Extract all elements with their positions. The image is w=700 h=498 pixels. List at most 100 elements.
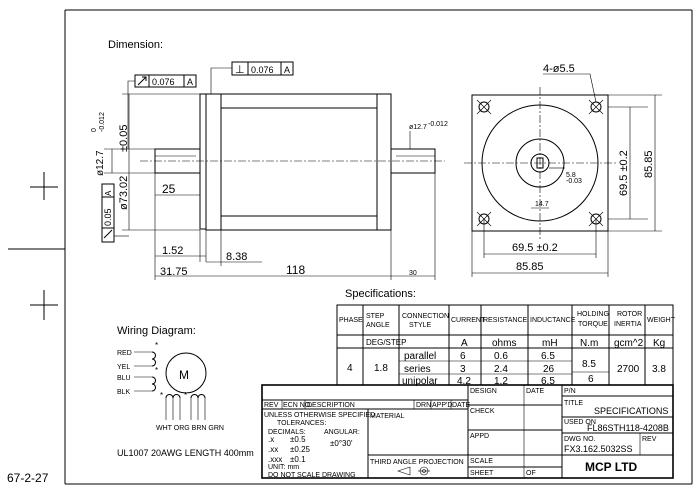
svg-text:0.6: 0.6 <box>494 351 508 362</box>
drawing-frame <box>8 9 693 485</box>
svg-text:STEP: STEP <box>366 313 385 320</box>
svg-text:±0.5: ±0.5 <box>290 435 306 444</box>
svg-text:8.5: 8.5 <box>582 359 596 370</box>
svg-text:CONNECTION: CONNECTION <box>402 313 449 320</box>
svg-text:YEL: YEL <box>117 364 130 371</box>
svg-text:ø73.02: ø73.02 <box>118 176 130 210</box>
svg-text:BLU: BLU <box>117 375 131 382</box>
company-name: MCP LTD <box>585 460 638 474</box>
svg-text:SHEET: SHEET <box>470 470 494 477</box>
svg-text:31.75: 31.75 <box>160 266 188 278</box>
svg-text:A: A <box>187 77 193 87</box>
front-flange <box>205 93 222 231</box>
svg-text:OF: OF <box>526 470 536 477</box>
dimension-label: Dimension: <box>108 39 163 51</box>
spec-table: PHASE STEP ANGLE CONNECTION STYLE CURREN… <box>336 304 676 387</box>
svg-text:DO NOT SCALE DRAWING: DO NOT SCALE DRAWING <box>268 472 356 479</box>
svg-text:0.05: 0.05 <box>103 208 113 226</box>
specifications-label: Specifications: <box>345 288 416 300</box>
wiring-label: Wiring Diagram: <box>117 325 196 337</box>
svg-text:±0.1: ±0.1 <box>290 455 306 464</box>
svg-text:STYLE: STYLE <box>409 322 432 329</box>
svg-text:8.38: 8.38 <box>226 251 247 263</box>
svg-text:4-ø5.5: 4-ø5.5 <box>543 63 575 75</box>
svg-text:4: 4 <box>347 363 353 374</box>
svg-text:TORQUE: TORQUE <box>578 321 608 328</box>
svg-text:.x: .x <box>268 435 274 444</box>
svg-text:TITLE: TITLE <box>564 400 583 407</box>
wiring-diagram: M RED YEL BLU BLK * * * * WHT ORG BRN GR… <box>117 341 224 432</box>
svg-text:3: 3 <box>460 364 466 375</box>
svg-text:ohms: ohms <box>492 338 516 349</box>
gdt-runout: 0.076 A <box>127 74 197 149</box>
svg-text:-0.012: -0.012 <box>99 112 106 132</box>
svg-text:PHASE: PHASE <box>339 317 363 324</box>
cable-note: UL1007 20AWG LENGTH 400mm <box>117 448 254 458</box>
svg-text:85.85: 85.85 <box>643 150 655 178</box>
svg-text:ø12.7: ø12.7 <box>409 124 427 131</box>
svg-text:unipolar: unipolar <box>402 376 438 387</box>
svg-text:BLK: BLK <box>117 389 131 396</box>
svg-text:SCALE: SCALE <box>470 458 493 465</box>
svg-text:0: 0 <box>91 128 98 132</box>
svg-text:DEG/STEP: DEG/STEP <box>366 338 406 347</box>
svg-text:25: 25 <box>162 182 176 196</box>
svg-text:FX3.162.5032SS: FX3.162.5032SS <box>564 444 633 454</box>
svg-text:UNLESS OTHERWISE SPECIFIED: UNLESS OTHERWISE SPECIFIED <box>264 412 375 419</box>
svg-text:-0.012: -0.012 <box>428 121 448 128</box>
svg-text:*: * <box>155 366 158 375</box>
svg-text:A: A <box>104 190 113 196</box>
front-view: 4-ø5.5 5.8 -0.03 14.7 69.5 ±0.2 85.85 69… <box>464 63 662 277</box>
svg-text:DATE: DATE <box>526 388 544 395</box>
length-dimensions: 25 1.52 8.38 31.75 118 30 ø12.7 -0.012 <box>154 121 448 280</box>
svg-text:series: series <box>404 364 431 375</box>
svg-text:*: * <box>160 391 163 400</box>
svg-text:26: 26 <box>543 364 555 375</box>
svg-text:A: A <box>284 65 290 75</box>
svg-text:±0°30': ±0°30' <box>330 439 353 448</box>
svg-text:ø12.7: ø12.7 <box>95 150 106 176</box>
svg-text:P/N: P/N <box>564 388 576 395</box>
svg-text:APPD: APPD <box>470 433 489 440</box>
svg-text:69.5 ±0.2: 69.5 ±0.2 <box>512 242 558 254</box>
svg-text:RESISTANCE: RESISTANCE <box>483 317 528 324</box>
svg-text:1.8: 1.8 <box>374 363 388 374</box>
svg-text:REV: REV <box>642 436 657 443</box>
title-block: REV ECN NO. DESCRIPTION DRN APP'D DATE U… <box>261 384 674 479</box>
svg-text:*: * <box>155 341 158 350</box>
svg-text:DRN: DRN <box>416 402 431 409</box>
svg-text:CHECK: CHECK <box>470 408 495 415</box>
svg-text:mH: mH <box>542 338 558 349</box>
datum-a-box: A 0.05 <box>101 183 129 243</box>
svg-text:gcm^2: gcm^2 <box>614 338 644 349</box>
svg-text:TOLERANCES:: TOLERANCES: <box>277 420 326 427</box>
svg-text:14.7: 14.7 <box>535 201 549 208</box>
svg-text:⊥: ⊥ <box>235 64 245 76</box>
svg-text:6.5: 6.5 <box>541 351 555 362</box>
svg-text:.xxx: .xxx <box>268 455 282 464</box>
side-view <box>140 93 445 231</box>
svg-text:HOLDING: HOLDING <box>577 311 609 318</box>
svg-text:THIRD ANGLE PROJECTION: THIRD ANGLE PROJECTION <box>370 459 464 466</box>
svg-text:ROTOR: ROTOR <box>617 311 642 318</box>
svg-text:DATE: DATE <box>452 402 470 409</box>
svg-text:DESIGN: DESIGN <box>470 388 497 395</box>
svg-text:CURRENT: CURRENT <box>451 317 486 324</box>
pilot-boss <box>199 93 207 230</box>
svg-text:N.m: N.m <box>580 338 598 349</box>
svg-text:0.076: 0.076 <box>152 77 175 87</box>
motor-symbol <box>165 352 207 394</box>
rear-flange <box>376 93 392 231</box>
svg-text:ANGLE: ANGLE <box>366 322 390 329</box>
svg-text:±0.25: ±0.25 <box>290 445 311 454</box>
svg-text:ANGULAR:: ANGULAR: <box>324 429 360 436</box>
svg-text:5.8: 5.8 <box>566 172 576 179</box>
svg-text:M: M <box>179 368 189 382</box>
svg-text:*: * <box>184 391 187 400</box>
svg-text:RED: RED <box>117 350 132 357</box>
svg-text:DECIMALS:: DECIMALS: <box>268 429 306 436</box>
svg-text:parallel: parallel <box>404 351 436 362</box>
svg-text:DESCRIPTION: DESCRIPTION <box>307 402 355 409</box>
svg-text:INERTIA: INERTIA <box>614 321 642 328</box>
